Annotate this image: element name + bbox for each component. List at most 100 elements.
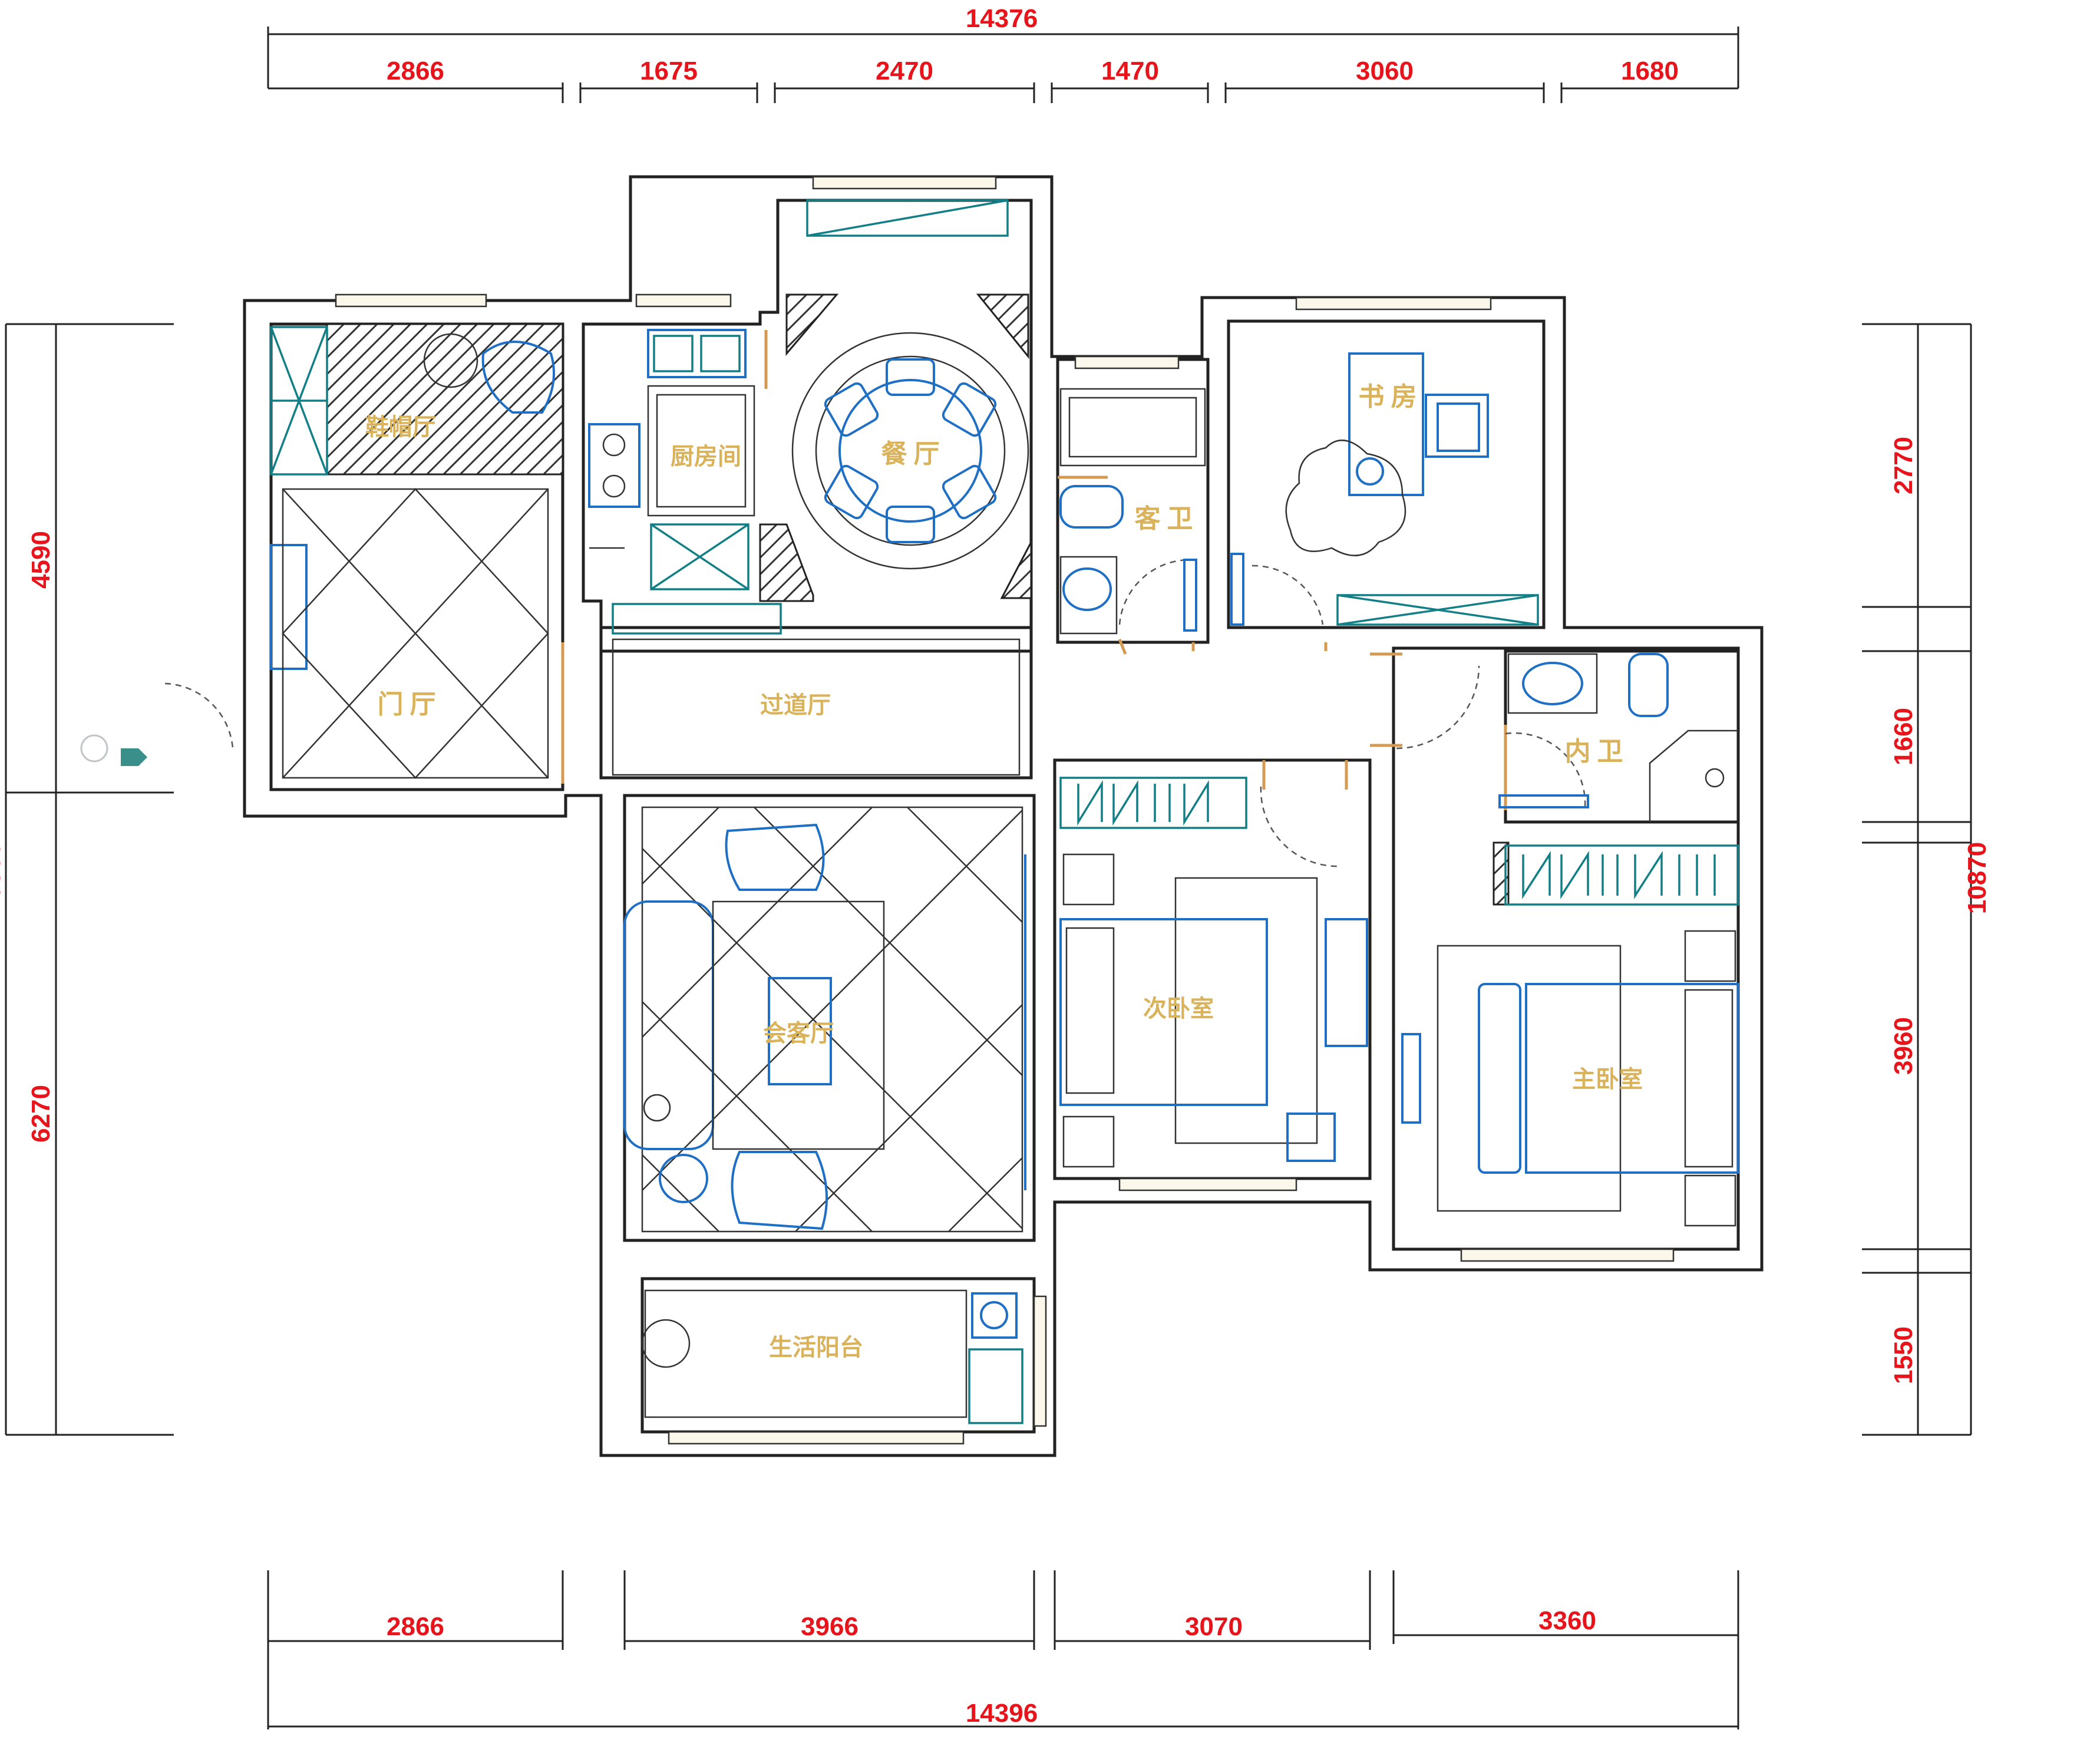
dim-bottom-1: 2866 bbox=[387, 1612, 444, 1641]
study-desk bbox=[1348, 352, 1424, 496]
coffee-table bbox=[712, 900, 885, 1150]
dining-chair bbox=[886, 358, 935, 396]
washing-machine bbox=[971, 1292, 1018, 1339]
second-bed bbox=[1059, 918, 1268, 1106]
dining-corner-4 bbox=[1000, 542, 1032, 599]
living-furniture bbox=[623, 806, 1026, 1233]
side-table bbox=[659, 1154, 708, 1203]
desk-lamp bbox=[1356, 457, 1384, 486]
corridor-area bbox=[612, 638, 1021, 776]
dim-bottom-2: 3966 bbox=[801, 1612, 859, 1641]
dining-corner-1 bbox=[785, 293, 839, 356]
corridor-cabinet bbox=[612, 603, 782, 635]
dim-right-2: 1660 bbox=[1889, 708, 1918, 765]
dim-left-1: 4590 bbox=[27, 531, 55, 589]
kitchen-cabinet bbox=[650, 523, 749, 590]
kitchen-counter bbox=[647, 385, 755, 517]
entry-door-swing bbox=[164, 682, 234, 749]
study-bookshelf bbox=[1336, 594, 1539, 626]
entry-furniture bbox=[80, 326, 555, 779]
guest-bath-door-swing bbox=[1118, 559, 1191, 625]
dim-right-total: 10870 bbox=[1963, 842, 1992, 914]
guest-basin bbox=[1059, 556, 1118, 635]
dim-right-3: 3960 bbox=[1889, 1017, 1918, 1075]
window-dining bbox=[812, 176, 997, 190]
label-guest-bath: 客 卫 bbox=[1135, 504, 1193, 533]
master-bed bbox=[1525, 983, 1739, 1174]
armchair-top bbox=[725, 823, 825, 891]
second-bedroom-furniture bbox=[1059, 777, 1368, 1168]
window-shoe bbox=[335, 293, 487, 308]
person-figure bbox=[643, 1094, 671, 1122]
second-bed-door-swing bbox=[1260, 786, 1341, 867]
ensuite-door-leaf bbox=[1498, 794, 1589, 808]
dim-left-total: 10860 bbox=[0, 842, 6, 914]
balcony-plant bbox=[641, 1319, 691, 1368]
bathtub bbox=[1059, 388, 1206, 467]
ensuite-toilet bbox=[1628, 653, 1669, 717]
dim-top-2: 1675 bbox=[640, 57, 698, 85]
study-door-swing bbox=[1252, 565, 1324, 625]
person-icon bbox=[80, 734, 108, 762]
balcony-cabinet bbox=[968, 1348, 1023, 1424]
room-labels: 鞋帽厅 门 厅 厨房间 餐 厅 客 卫 书 房 过道厅 会客厅 生活阳台 次卧室… bbox=[365, 382, 1643, 1361]
second-chair bbox=[1286, 1113, 1336, 1162]
dim-bottom-4: 3360 bbox=[1538, 1606, 1596, 1635]
window-balcony bbox=[668, 1431, 965, 1445]
dining-corner-2 bbox=[976, 293, 1029, 359]
dim-bottom-3: 3070 bbox=[1185, 1612, 1243, 1641]
dimension-lines bbox=[5, 27, 1972, 1729]
label-entry-hall: 门 厅 bbox=[378, 690, 436, 719]
plant bbox=[1285, 439, 1406, 557]
dim-left-2: 6270 bbox=[27, 1085, 55, 1143]
second-rug bbox=[1174, 877, 1318, 1144]
shoe-cabinet-hatch bbox=[326, 323, 564, 476]
dim-right-1: 2770 bbox=[1889, 437, 1918, 494]
armchair-bottom bbox=[731, 1151, 828, 1230]
master-bedroom-furniture bbox=[1401, 844, 1739, 1227]
dim-top-total: 14376 bbox=[966, 4, 1038, 33]
label-second-bedroom: 次卧室 bbox=[1143, 995, 1214, 1022]
study-chair bbox=[1425, 394, 1489, 458]
label-ensuite-bath: 内 卫 bbox=[1565, 737, 1623, 766]
dim-right-4: 1550 bbox=[1889, 1326, 1918, 1384]
label-dining: 餐 厅 bbox=[881, 440, 940, 468]
entrance-arrow-icon bbox=[121, 748, 147, 766]
second-desk bbox=[1325, 918, 1368, 1047]
master-wardrobe bbox=[1504, 844, 1739, 906]
master-nightstand bbox=[1684, 930, 1736, 982]
window-balcony-side bbox=[1033, 1295, 1047, 1427]
window-second-bed bbox=[1118, 1177, 1297, 1191]
label-balcony: 生活阳台 bbox=[769, 1334, 863, 1361]
master-door-swing bbox=[1396, 665, 1480, 750]
round-stool bbox=[423, 333, 478, 388]
ensuite-door-swing bbox=[1505, 732, 1586, 808]
master-rug bbox=[1437, 945, 1622, 1212]
label-master-bedroom: 主卧室 bbox=[1572, 1066, 1643, 1092]
dim-top-1: 2866 bbox=[387, 57, 444, 85]
dining-corner-3 bbox=[759, 523, 814, 602]
window-kitchen bbox=[635, 293, 732, 308]
balcony-fixtures bbox=[641, 1289, 1023, 1424]
chair-outline bbox=[481, 341, 555, 414]
stove bbox=[588, 423, 640, 508]
dining-furniture bbox=[791, 199, 1029, 570]
dim-bottom-total: 14396 bbox=[966, 1699, 1038, 1728]
toilet bbox=[1059, 485, 1124, 529]
entry-bench bbox=[270, 544, 308, 670]
nightstand bbox=[1062, 853, 1115, 906]
tv-console bbox=[768, 977, 832, 1085]
sink bbox=[647, 329, 747, 378]
dim-top-3: 2470 bbox=[876, 57, 933, 85]
shower bbox=[1649, 729, 1738, 822]
hatched-blocks bbox=[326, 293, 1510, 906]
corridor-floor bbox=[612, 638, 1021, 776]
kitchen-furniture bbox=[588, 329, 782, 635]
dim-top-5: 3060 bbox=[1356, 57, 1414, 85]
master-bench bbox=[1478, 983, 1521, 1174]
ensuite-fixtures bbox=[1498, 653, 1738, 822]
label-kitchen: 厨房间 bbox=[671, 443, 741, 470]
dining-sideboard bbox=[806, 199, 1009, 237]
master-door-leaf bbox=[1401, 1033, 1421, 1124]
